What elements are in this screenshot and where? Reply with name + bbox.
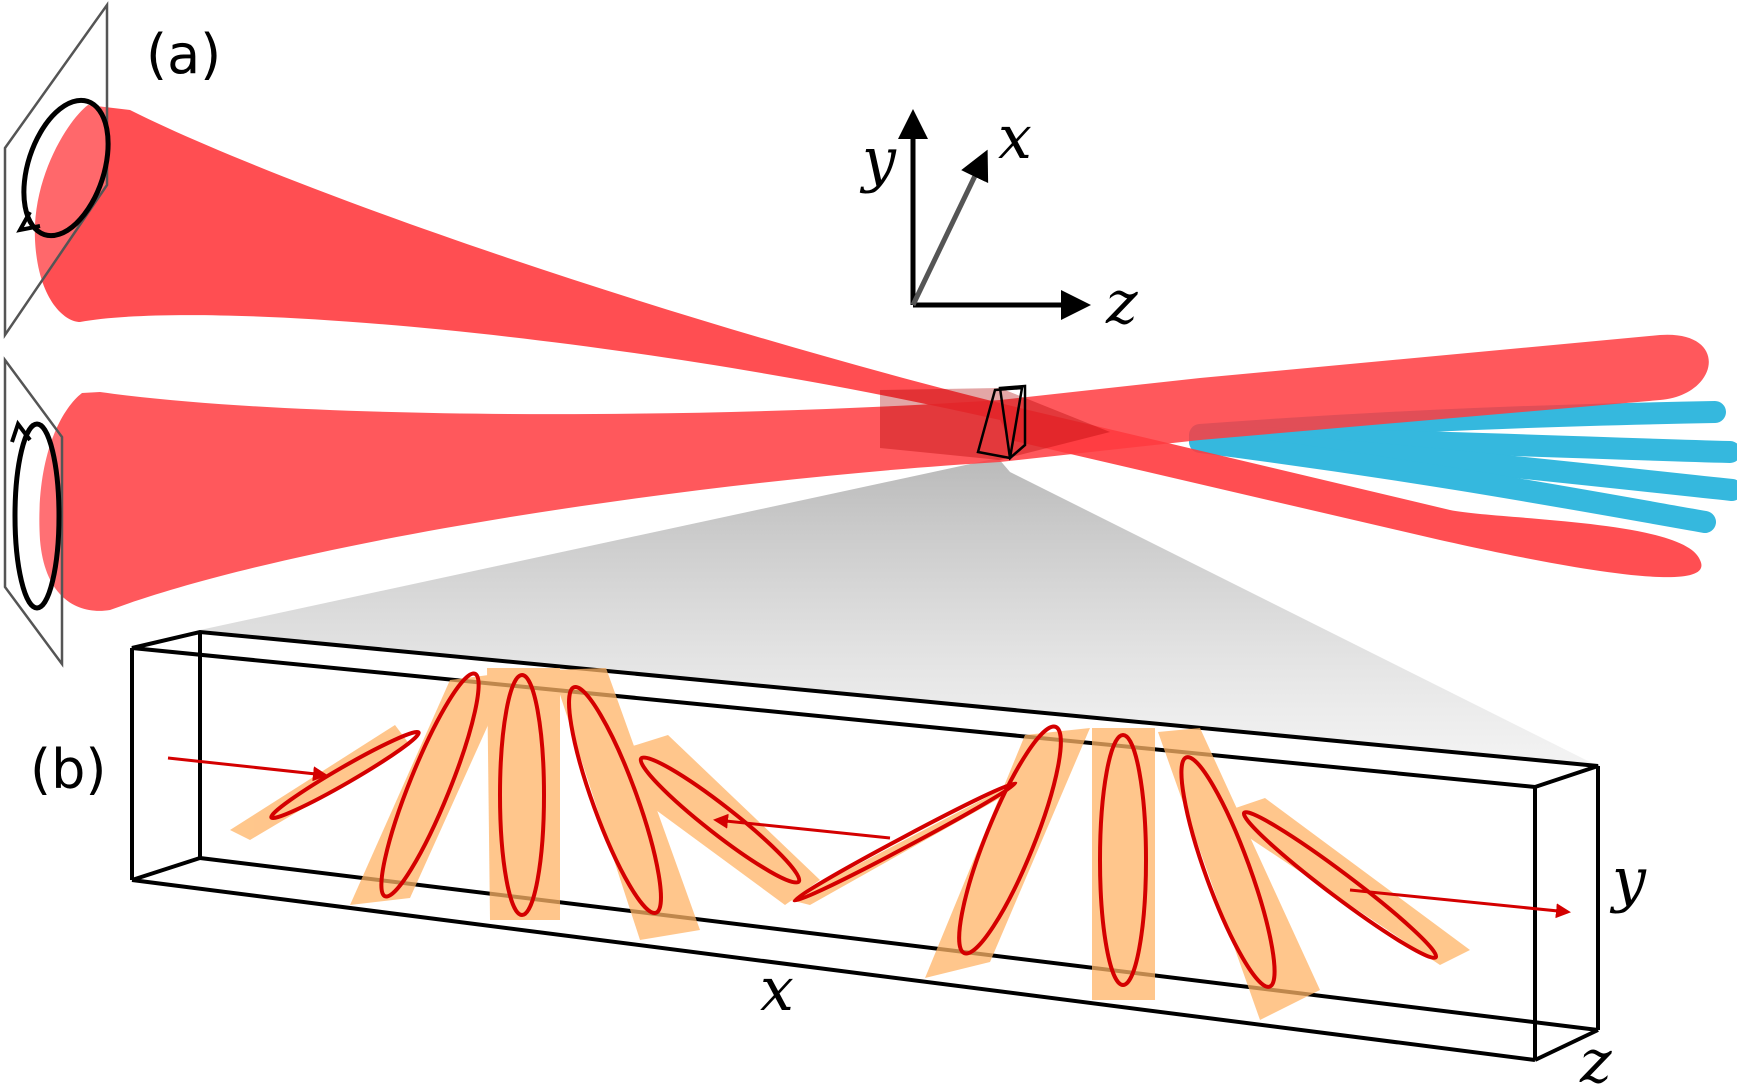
- axis-label-z-top: z: [1105, 268, 1138, 338]
- panel-label-a: (a): [146, 23, 221, 86]
- pol-ellipse-3: [498, 673, 546, 917]
- field-arrows: [167, 756, 1571, 919]
- band-9: [1158, 728, 1320, 1020]
- pol-ellipse-8: [1098, 733, 1148, 987]
- band-3: [487, 668, 560, 920]
- driving-beam-2: [39, 334, 1709, 611]
- pol-ellipse-2: [379, 671, 481, 899]
- pol-ellipse-9: [1179, 755, 1277, 989]
- pol-ellipse-7: [957, 724, 1063, 956]
- axis-label-x-top: x: [998, 103, 1032, 173]
- polarization-ellipses: [269, 671, 1439, 989]
- polarization-plane-1: [3, 1, 111, 340]
- coordinate-axes-top: [898, 109, 1091, 320]
- axis-label-z-bottom: z: [1579, 1027, 1612, 1087]
- beam-overlap: [880, 388, 1110, 460]
- pol-ellipse-4: [567, 684, 663, 916]
- pol-ellipse-1: [269, 729, 421, 821]
- band-5: [588, 735, 820, 905]
- panel-label-b: (b): [30, 738, 106, 801]
- band-8: [1092, 728, 1155, 1000]
- axis-label-y-bottom: y: [1609, 845, 1647, 915]
- axis-label-y-top: y: [859, 125, 897, 195]
- driving-beam-1: [34, 105, 1702, 578]
- polarization-plane-2: [3, 356, 64, 668]
- harmonic-beams: [1189, 401, 1737, 533]
- band-6: [790, 785, 1010, 905]
- focal-volume-box: [976, 384, 1027, 461]
- band-4: [552, 668, 700, 940]
- axis-label-x-bottom: x: [760, 955, 794, 1025]
- pol-ellipse-6: [792, 781, 1018, 903]
- band-7: [925, 728, 1090, 978]
- pol-ellipse-5: [638, 755, 802, 885]
- zoom-projection: [200, 458, 1598, 766]
- pol-ellipse-10: [1241, 810, 1439, 960]
